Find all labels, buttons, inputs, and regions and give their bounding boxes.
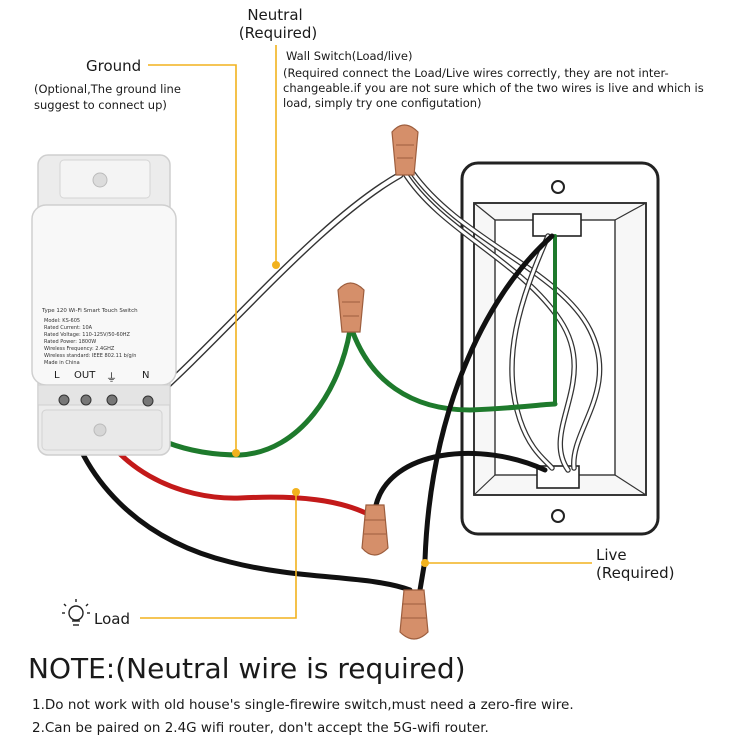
terminal-label-l: L bbox=[54, 370, 60, 381]
smart-switch-device bbox=[31, 154, 177, 456]
terminal-label-n: N bbox=[142, 370, 150, 381]
leader-ground bbox=[148, 64, 237, 453]
leader-load bbox=[140, 492, 297, 619]
terminal-screw-ground bbox=[106, 394, 118, 406]
device-spec-5: Wireless Frequency: 2.4GHZ bbox=[44, 346, 115, 352]
device-spec-1: Model: KS-605 bbox=[44, 318, 81, 324]
neutral-title: Neutral bbox=[247, 6, 303, 24]
leader-lines bbox=[140, 45, 592, 619]
terminal-label-out: OUT bbox=[74, 370, 96, 381]
terminal-screw-n bbox=[142, 395, 154, 407]
electrical-box bbox=[460, 161, 660, 536]
leader-dots bbox=[232, 261, 429, 567]
switch-leg-wire bbox=[373, 451, 548, 508]
wall-switch-note-line-2: changeable.if you are not sure which of … bbox=[283, 81, 704, 95]
lightbulb-icon bbox=[62, 599, 90, 626]
wire-nut-neutral bbox=[391, 124, 419, 176]
terminal-screw-out bbox=[80, 394, 92, 406]
device-spec-3: Rated Voltage: 110-125V/50-60HZ bbox=[44, 332, 130, 338]
live-wire bbox=[61, 397, 413, 593]
ground-title: Ground bbox=[86, 57, 142, 75]
terminal-screw-l bbox=[58, 394, 70, 406]
wire-nut-live bbox=[399, 589, 429, 640]
live-required: (Required) bbox=[596, 564, 675, 582]
ground-note-line-1: (Optional,The ground line bbox=[34, 82, 181, 96]
wall-switch-note-line-1: (Required connect the Load/Live wires co… bbox=[283, 66, 669, 80]
device-spec-2: Rated Current: 10A bbox=[44, 325, 93, 331]
device-spec-7: Made in China bbox=[44, 360, 80, 366]
device-type-line: Type 120 Wi-Fi Smart Touch Switch bbox=[42, 308, 138, 314]
wire-nut-load bbox=[361, 504, 389, 556]
note-item-1: 1.Do not work with old house's single-fi… bbox=[32, 697, 574, 713]
wire-nut-ground bbox=[337, 282, 365, 333]
note-heading: NOTE:(Neutral wire is required) bbox=[28, 652, 466, 685]
device-spec-4: Rated Power: 1800W bbox=[44, 339, 97, 345]
wall-switch-note-line-3: load, simply try one configutation) bbox=[283, 96, 482, 110]
neutral-required: (Required) bbox=[238, 24, 318, 42]
note-item-2: 2.Can be paired on 2.4G wifi router, don… bbox=[32, 720, 489, 736]
ground-note-line-2: suggest to connect up) bbox=[34, 98, 167, 112]
load-title: Load bbox=[94, 610, 130, 628]
live-wire-box bbox=[417, 233, 555, 593]
device-spec-6: Wireless standard: IEEE 802.11 b/g/n bbox=[44, 353, 137, 359]
live-title: Live bbox=[596, 546, 627, 564]
wall-switch-title: Wall Switch(Load/live) bbox=[286, 49, 413, 63]
ground-symbol-icon: ⏚ bbox=[106, 371, 117, 384]
